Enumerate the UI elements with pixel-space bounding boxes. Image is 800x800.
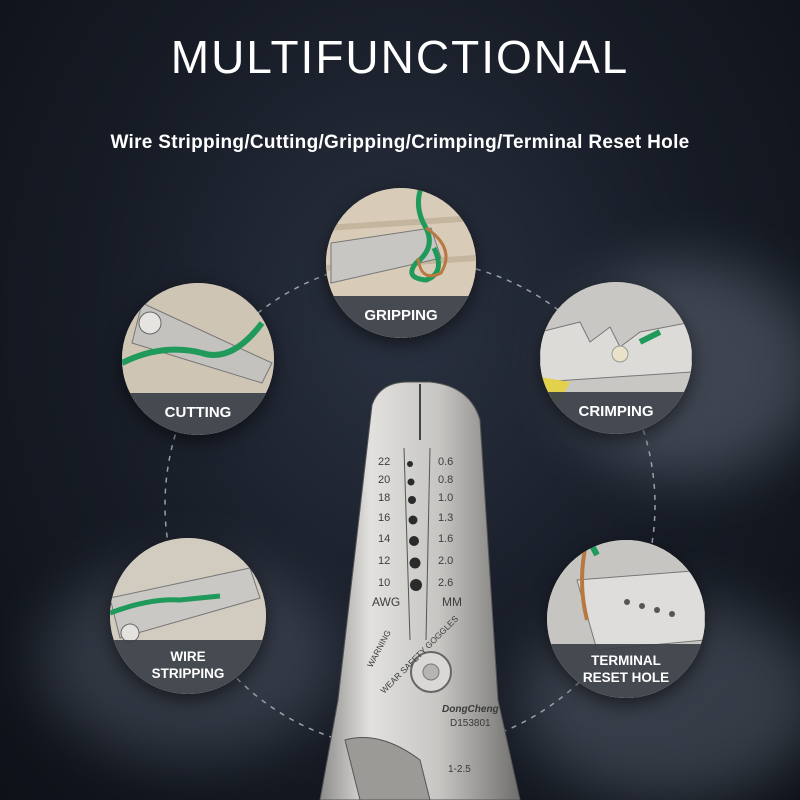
mm-value: 1.6 <box>438 533 453 545</box>
awg-value: 22 <box>378 456 390 468</box>
brand-logo: DongCheng <box>442 704 499 715</box>
feature-label: TERMINAL RESET HOLE <box>547 644 705 698</box>
feature-label-line: STRIPPING <box>151 666 225 681</box>
awg-value: 16 <box>378 512 390 524</box>
awg-value: 10 <box>378 577 390 589</box>
feature-bubble-crimping: CRIMPING <box>540 282 692 434</box>
feature-label: GRIPPING <box>326 296 476 338</box>
feature-bubble-cutting: CUTTING <box>122 283 274 435</box>
awg-value: 18 <box>378 492 390 504</box>
dashed-ring <box>164 259 656 751</box>
pliers-body <box>319 381 521 800</box>
feature-bubble-wire-stripping: WIRE STRIPPING <box>110 538 266 694</box>
mm-value: 2.6 <box>438 577 453 589</box>
range-text: 1-2.5 <box>448 764 471 775</box>
feature-label-line: WIRE <box>170 649 206 664</box>
mm-label: MM <box>442 595 462 609</box>
feature-bubble-terminal-reset-hole: TERMINAL RESET HOLE <box>547 540 705 698</box>
mm-value: 0.8 <box>438 474 453 486</box>
awg-value: 12 <box>378 555 390 567</box>
feature-label-line: RESET HOLE <box>582 670 670 685</box>
awg-value: 14 <box>378 533 390 545</box>
mm-value: 1.0 <box>438 492 453 504</box>
model-number: D153801 <box>450 718 491 729</box>
feature-label: CUTTING <box>122 393 274 435</box>
awg-value: 20 <box>378 474 390 486</box>
feature-label-line: TERMINAL <box>591 653 661 668</box>
feature-label: CRIMPING <box>540 392 692 434</box>
page-subtitle: Wire Stripping/Cutting/Gripping/Crimping… <box>110 132 690 153</box>
awg-label: AWG <box>372 595 400 609</box>
mm-value: 0.6 <box>438 456 453 468</box>
feature-bubble-gripping: GRIPPING <box>326 188 476 338</box>
stripping-notches <box>407 461 422 591</box>
mm-value: 2.0 <box>438 555 453 567</box>
mm-value: 1.3 <box>438 512 453 524</box>
feature-label: WIRE STRIPPING <box>110 640 266 694</box>
page-title: MULTIFUNCTIONAL <box>170 31 630 83</box>
